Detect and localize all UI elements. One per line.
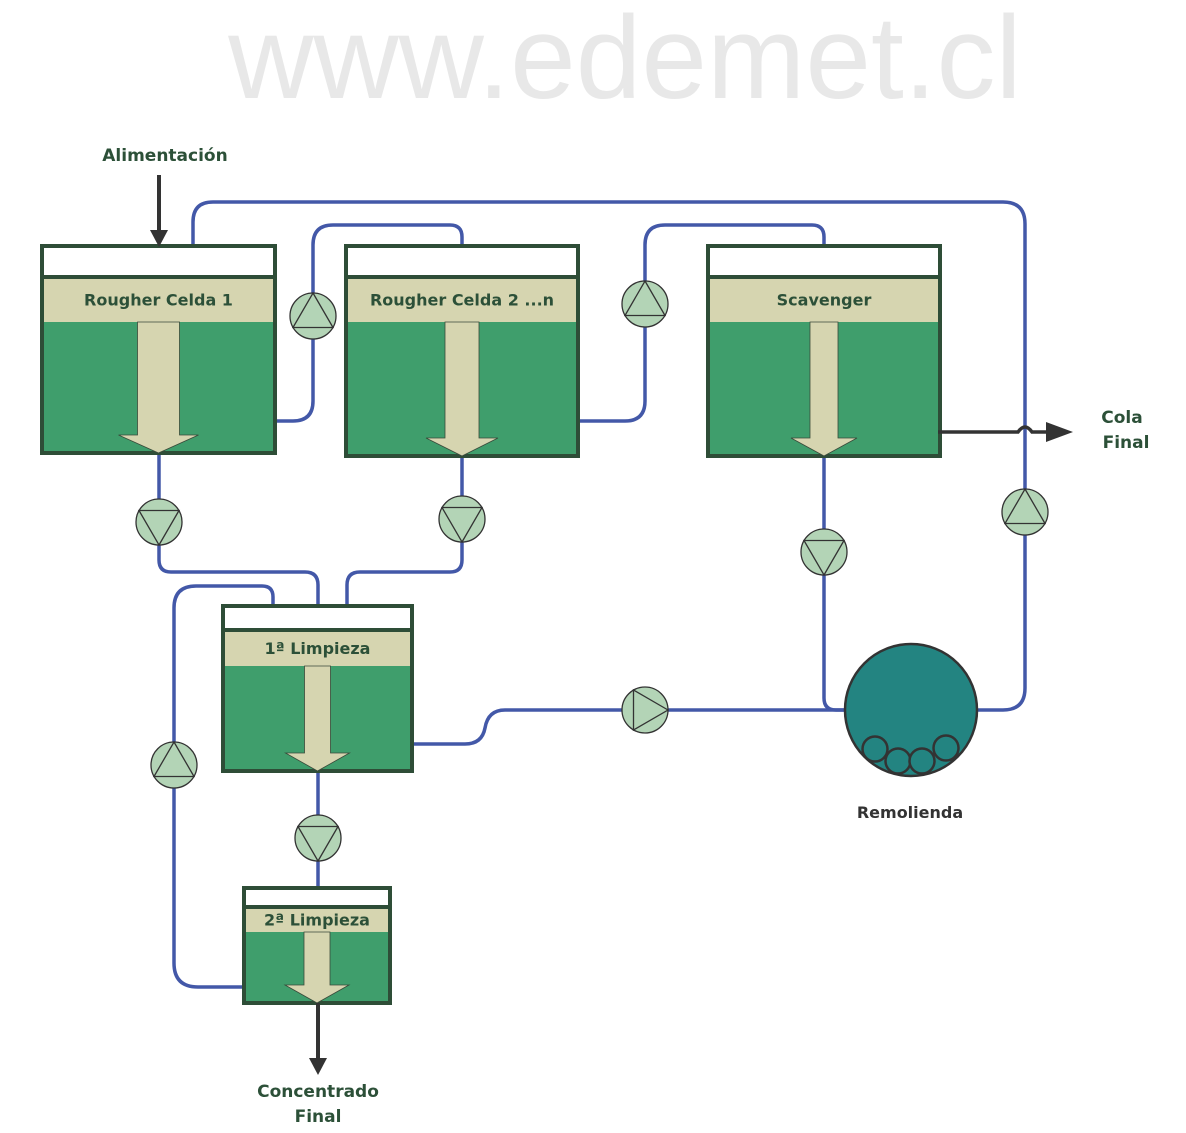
cell-lip: [40, 244, 277, 279]
froth-layer: [225, 630, 410, 666]
feed-label: Alimentación: [102, 146, 227, 166]
flow-direction-arrow: [283, 665, 352, 772]
cell-label: Scavenger: [777, 291, 872, 310]
pipe-rougher1-conc: [157, 453, 320, 607]
tailings-arrow: [938, 422, 1073, 442]
concentrate-label-line2: Final: [295, 1107, 342, 1127]
pump-scav-conc-icon: [800, 528, 848, 577]
cell-scavenger: Scavenger: [706, 244, 942, 458]
pipe-cleaner1-tail: [412, 708, 846, 746]
pipe-rougher1-to-rougher2: [275, 223, 464, 423]
cell-label: 2ª Limpieza: [264, 911, 370, 930]
grinding-ball: [932, 734, 960, 762]
flow-direction-arrow: [283, 931, 351, 1004]
feed-arrow: [150, 175, 168, 247]
cell-label: Rougher Celda 1: [84, 291, 233, 310]
pump-c1-conc-icon: [294, 814, 342, 863]
pump-r1-conc-icon: [135, 498, 183, 547]
froth-layer: [710, 277, 938, 322]
flow-direction-arrow: [118, 321, 199, 454]
cell-lip: [242, 886, 392, 909]
flow-direction-arrow: [425, 321, 499, 457]
grinding-ball: [861, 735, 889, 763]
pump-r2-conc-icon: [438, 495, 486, 544]
pipe-scavenger-conc: [822, 456, 846, 712]
concentrate-label-line1: Concentrado: [257, 1082, 379, 1102]
regrind-mill: [843, 642, 979, 778]
froth-layer: [246, 907, 388, 932]
watermark-text: www.edemet.cl: [227, 0, 1022, 124]
pump-mill-return-icon: [1001, 487, 1049, 536]
flow-direction-arrow: [790, 321, 858, 457]
pipe-rougher2-to-scavenger: [578, 223, 826, 423]
cell-rougher-1: Rougher Celda 1: [40, 244, 277, 455]
cell-label: Rougher Celda 2 ...n: [370, 291, 554, 310]
cell-lip: [706, 244, 942, 279]
cell-cleaner-1: 1ª Limpieza: [221, 604, 414, 773]
pipes: [157, 200, 1027, 989]
pumps: [135, 279, 1049, 863]
pipe-rougher2-conc: [345, 456, 464, 607]
cell-rougher-2: Rougher Celda 2 ...n: [344, 244, 580, 458]
cell-lip: [344, 244, 580, 279]
pipe-cleaner2-tail: [172, 584, 275, 989]
tailings-label-line2: Final: [1103, 433, 1150, 453]
grinding-ball: [884, 747, 912, 775]
grinding-ball: [908, 747, 936, 775]
flotation-cells: Rougher Celda 1 Rougher Celda 2 ...n Scave…: [40, 244, 942, 1005]
froth-layer: [44, 277, 273, 322]
pump-c2-tail-icon: [150, 740, 198, 789]
regrind-label: Remolienda: [857, 803, 963, 822]
froth-layer: [348, 277, 576, 322]
pump-r2-scav-icon: [621, 279, 669, 328]
cell-lip: [221, 604, 414, 632]
cell-label: 1ª Limpieza: [265, 639, 371, 658]
concentrate-arrow: [309, 1003, 327, 1075]
pump-c1-tail-icon: [621, 686, 670, 734]
pump-r1-r2-icon: [289, 291, 337, 340]
tailings-label-line1: Cola: [1101, 408, 1142, 428]
cell-cleaner-2: 2ª Limpieza: [242, 886, 392, 1005]
pipe-mill-to-rougher1: [191, 200, 1027, 712]
